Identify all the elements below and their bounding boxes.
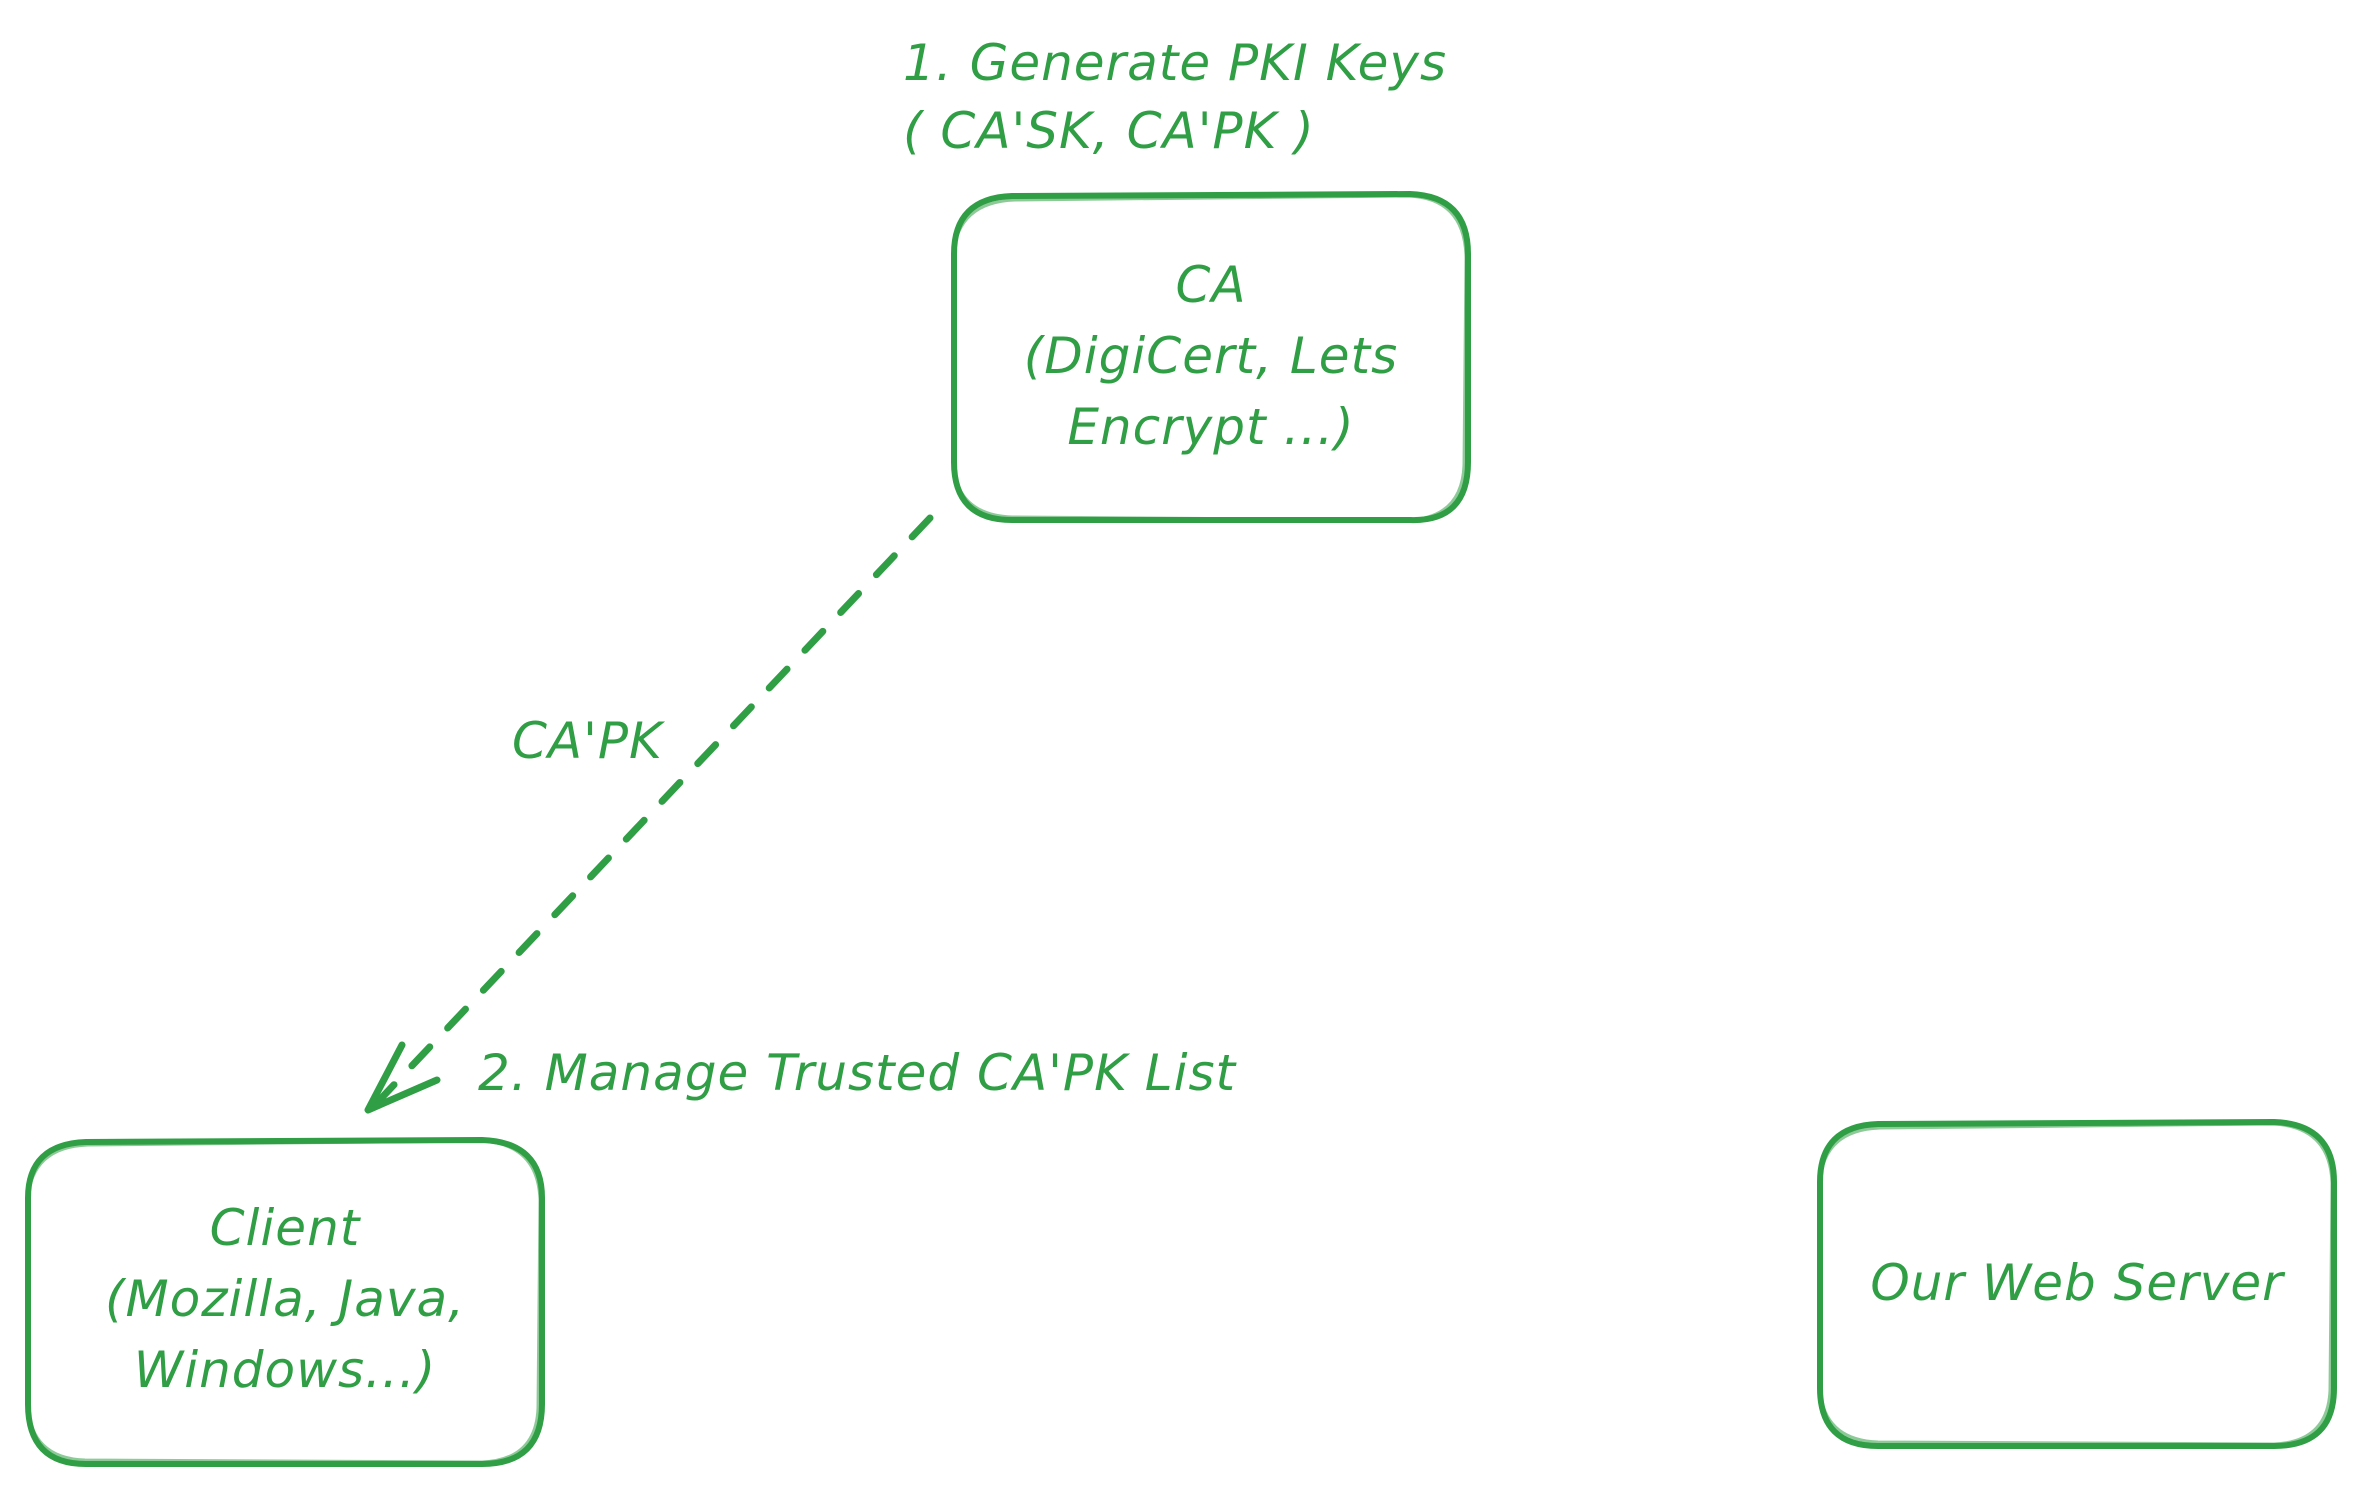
step2-annotation: 2. Manage Trusted CA'PK List: [478, 1044, 1238, 1102]
client-node[interactable]: Client (Mozilla, Java, Windows...): [25, 1137, 545, 1467]
step2-label: 2. Manage Trusted CA'PK List: [478, 1044, 1238, 1102]
ca-label-line-1: CA: [1175, 256, 1246, 314]
ca-to-client-dashed-line: [368, 514, 934, 1112]
web-server-label: Our Web Server: [1870, 1254, 2286, 1312]
client-box: [25, 1137, 545, 1467]
ca-node[interactable]: CA (DigiCert, Lets Encrypt ...): [951, 191, 1471, 524]
client-label-line-1: Client: [210, 1199, 362, 1257]
web-server-node[interactable]: Our Web Server: [1817, 1119, 2337, 1449]
ca-label-line-3: Encrypt ...): [1067, 398, 1354, 456]
web-server-box: [1817, 1119, 2337, 1449]
step1-line-1: 1. Generate PKI Keys: [903, 34, 1447, 92]
ca-to-client-arrow-head: [364, 1041, 441, 1114]
ca-box: [951, 191, 1471, 524]
step1-line-2: ( CA'SK, CA'PK ): [903, 102, 1315, 160]
ca-to-client-edge-label: CA'PK: [512, 712, 666, 770]
ca-to-client-arrow: CA'PK: [364, 514, 934, 1114]
ca-label-line-2: (DigiCert, Lets: [1024, 327, 1398, 385]
client-label-line-2: (Mozilla, Java,: [105, 1270, 465, 1328]
step1-annotation: 1. Generate PKI Keys ( CA'SK, CA'PK ): [903, 34, 1447, 160]
client-label-line-3: Windows...): [134, 1341, 436, 1399]
